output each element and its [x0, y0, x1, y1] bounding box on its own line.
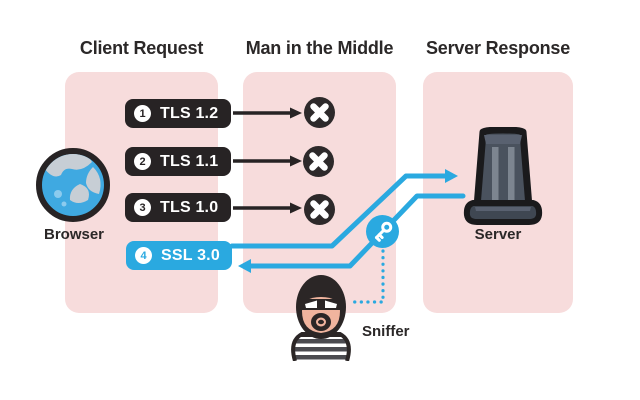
browser-label: Browser: [43, 226, 105, 243]
protocol-label: TLS 1.2: [160, 104, 219, 122]
pill-tls-1-1: 2 TLS 1.1: [125, 147, 231, 176]
blocked-x-icon: [304, 194, 335, 225]
key-icon: [366, 215, 399, 248]
protocol-label: SSL 3.0: [161, 246, 220, 264]
blocked-x-icon: [304, 97, 335, 128]
step-number-badge: 1: [134, 105, 151, 122]
burglar-icon: [287, 273, 355, 362]
protocol-label: TLS 1.1: [160, 152, 219, 170]
protocol-label: TLS 1.0: [160, 198, 219, 216]
pill-ssl-3-0: 4 SSL 3.0: [126, 241, 232, 270]
step-number-badge: 3: [134, 199, 151, 216]
column-header-client-request: Client Request: [79, 38, 204, 58]
sniffer-label: Sniffer: [362, 323, 410, 340]
column-header-man-in-the-middle: Man in the Middle: [245, 38, 394, 58]
server-icon: [461, 126, 545, 227]
blocked-x-icon: [303, 146, 334, 177]
column-header-server-response: Server Response: [425, 38, 571, 58]
globe-icon: [36, 148, 110, 222]
server-label: Server: [474, 226, 522, 243]
pill-tls-1-2: 1 TLS 1.2: [125, 99, 231, 128]
step-number-badge: 4: [135, 247, 152, 264]
pill-tls-1-0: 3 TLS 1.0: [125, 193, 231, 222]
step-number-badge: 2: [134, 153, 151, 170]
